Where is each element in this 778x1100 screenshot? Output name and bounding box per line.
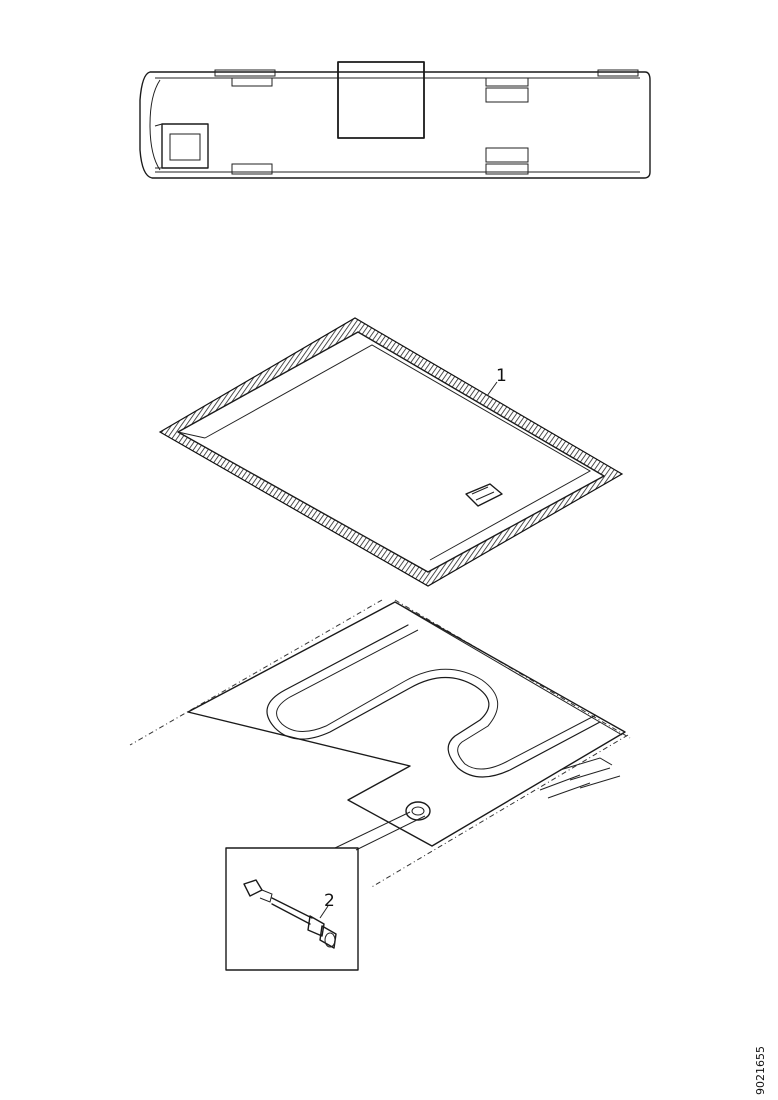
part-2-detail-inset: 2 bbox=[225, 811, 426, 971]
location-highlight-box bbox=[337, 61, 425, 139]
part-1-floor-panel: 1 bbox=[158, 317, 624, 587]
callout-2-label: 2 bbox=[324, 891, 335, 911]
document-number: 9021655 bbox=[754, 1046, 767, 1095]
vehicle-top-view bbox=[139, 61, 651, 179]
callout-1-label: 1 bbox=[496, 366, 507, 386]
heating-element-sheet bbox=[129, 599, 631, 889]
detail-box bbox=[225, 847, 359, 971]
